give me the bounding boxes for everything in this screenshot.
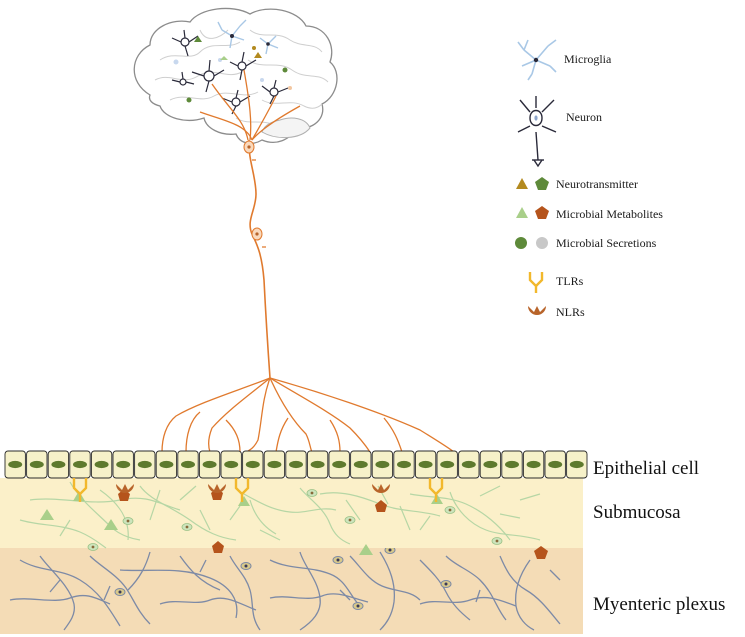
- epithelial-nucleus: [94, 460, 109, 469]
- legend-secretion-green-icon: [515, 237, 527, 249]
- legend-tlrs-label: TLRs: [556, 274, 584, 288]
- metabolite-pentagon: [212, 541, 224, 553]
- epithelial-nucleus: [418, 460, 433, 469]
- epithelial-nucleus: [224, 460, 239, 469]
- submucosal-neuron: [87, 543, 99, 551]
- legend-microglia-icon: [517, 39, 557, 81]
- epithelial-nucleus: [51, 460, 66, 469]
- epithelial-nucleus: [310, 460, 325, 469]
- brain-neuron: [221, 89, 251, 115]
- brain-microglia-cell: [259, 35, 279, 55]
- submucosal-neuron: [306, 489, 318, 497]
- vagus-nerve-trunk: [248, 139, 271, 379]
- brain-microglia: [217, 19, 279, 55]
- brain-nerve-paths: [199, 69, 301, 141]
- epithelial-cell-label: Epithelial cell: [593, 458, 699, 479]
- metabolite-pentagon: [375, 500, 387, 512]
- legend-neuron-label: Neuron: [566, 110, 602, 124]
- epithelial-nucleus: [397, 460, 411, 469]
- nlr-receptor: [116, 484, 134, 493]
- vagus-branches: [161, 377, 455, 453]
- epithelial-nucleus: [526, 460, 541, 469]
- legend-microbial-secretions-label: Microbial Secretions: [556, 236, 657, 250]
- brain-neuron: [191, 59, 225, 93]
- brain-molecules: [173, 36, 292, 103]
- epithelial-nucleus: [569, 460, 584, 469]
- epithelial-nucleus: [440, 460, 455, 469]
- epithelial-nucleus: [29, 460, 44, 469]
- tlr-receptor: [234, 478, 250, 502]
- vagus-nerve: [161, 139, 455, 453]
- epithelial-nucleus: [8, 460, 23, 469]
- brain-neuron: [171, 29, 199, 57]
- legend-metabolite-triangle-icon: [516, 207, 528, 218]
- metabolite-triangle: [359, 544, 373, 555]
- tlr-receptor: [72, 478, 88, 502]
- epithelial-nucleus: [353, 460, 368, 469]
- epithelial-nucleus: [375, 460, 390, 469]
- epithelial-nucleus: [181, 460, 195, 469]
- myenteric-fibers: [9, 551, 561, 631]
- brain: [133, 7, 338, 145]
- epithelial-nucleus: [137, 460, 152, 469]
- brain-neuron: [171, 71, 195, 86]
- legend: Microglia Neuron Neurotransmitter Microb…: [515, 39, 663, 319]
- enteric-neuron: [440, 580, 452, 588]
- epithelial-nucleus: [73, 460, 87, 469]
- legend-neurotransmitter-label: Neurotransmitter: [556, 177, 638, 191]
- legend-neurotransmitter-pentagon-icon: [535, 177, 549, 190]
- enteric-neuron: [332, 556, 344, 564]
- epithelial-nucleus: [202, 460, 217, 469]
- submucosa-fibers: [19, 481, 541, 549]
- epithelial-nucleus: [245, 460, 260, 469]
- enteric-neuron: [240, 562, 252, 570]
- nlr-receptor: [208, 484, 226, 493]
- legend-metabolite-pentagon-icon: [535, 206, 549, 219]
- brain-neuron: [229, 51, 257, 81]
- submucosal-neurons: [87, 489, 503, 551]
- legend-tlr-icon: [528, 272, 544, 293]
- brain-microglia-cell: [217, 19, 247, 49]
- cerebellum: [261, 117, 311, 138]
- epithelial-nucleus: [116, 460, 131, 469]
- gut-receptors: [72, 478, 444, 502]
- metabolite-triangle: [104, 519, 118, 530]
- epithelial-nucleus: [461, 460, 476, 469]
- submucosal-neuron: [181, 523, 193, 531]
- legend-secretion-grey-icon: [536, 237, 548, 249]
- submucosal-neuron: [122, 517, 134, 525]
- submucosa-label: Submucosa: [593, 502, 681, 523]
- epithelial-nucleus: [332, 460, 347, 469]
- brain-neurons: [171, 29, 289, 115]
- nlr-receptor: [372, 484, 390, 493]
- legend-microbial-metabolites-label: Microbial Metabolites: [556, 207, 663, 221]
- myenteric-ganglia: [114, 546, 452, 610]
- myenteric-plexus-label: Myenteric plexus: [593, 594, 725, 615]
- epithelial-nucleus: [267, 460, 282, 469]
- metabolite-pentagon: [534, 546, 548, 559]
- epithelial-nucleus: [159, 460, 174, 469]
- legend-nlrs-label: NLRs: [556, 305, 585, 319]
- metabolite-triangle: [40, 509, 54, 520]
- epithelial-nucleus: [289, 460, 303, 469]
- legend-nlr-icon: [528, 306, 546, 315]
- enteric-neuron: [352, 602, 364, 610]
- epithelial-nucleus: [483, 460, 498, 469]
- epithelial-nucleus: [548, 460, 563, 469]
- submucosal-neuron: [344, 516, 356, 524]
- brain-neuron: [261, 79, 289, 105]
- submucosal-neuron: [444, 506, 456, 514]
- enteric-neuron: [114, 588, 126, 596]
- tlr-receptor: [428, 478, 444, 502]
- submucosal-neuron: [491, 537, 503, 545]
- epithelial-nucleus: [505, 460, 519, 469]
- legend-neurotransmitter-triangle-icon: [516, 178, 528, 189]
- myenteric-plexus-layer: [0, 548, 583, 634]
- legend-microglia-label: Microglia: [564, 52, 612, 66]
- epithelial-layer: [4, 450, 588, 479]
- legend-neuron-icon: [517, 96, 557, 168]
- metabolite-triangle: [238, 496, 250, 506]
